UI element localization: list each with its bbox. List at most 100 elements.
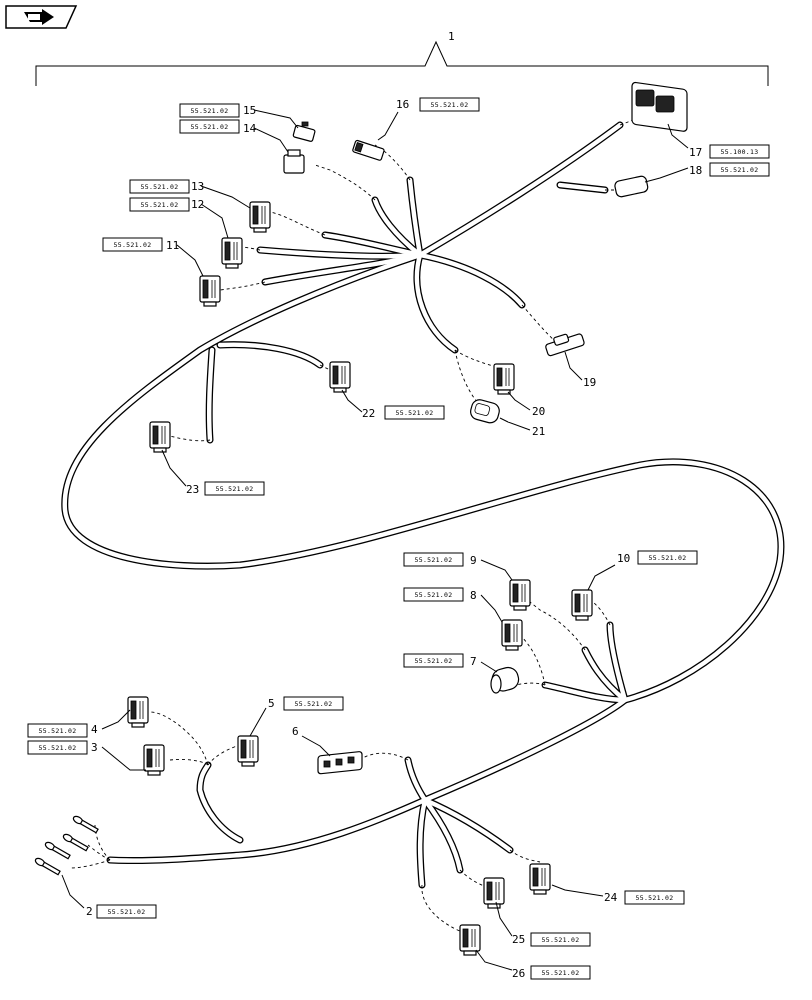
callout-item-21: 21 [499, 417, 545, 438]
leader-line [480, 559, 513, 581]
callout-item-19: 19 [564, 351, 596, 389]
connector-16 [352, 139, 385, 161]
reference-code[interactable]: 55.521.02 [542, 936, 580, 944]
callout-item-4: 455.521.02 [27, 709, 131, 738]
item-number: 8 [470, 589, 477, 602]
reference-code[interactable]: 55.100.13 [721, 148, 759, 156]
leader-line [667, 123, 689, 149]
item-number: 24 [604, 891, 618, 904]
connector-10 [571, 589, 593, 621]
page-arrow-icon[interactable] [5, 5, 78, 29]
reference-code[interactable]: 55.521.02 [216, 485, 254, 493]
item-number: 9 [470, 554, 477, 567]
reference-code[interactable]: 55.521.02 [39, 744, 77, 752]
reference-box [283, 696, 344, 711]
leader-line [200, 185, 251, 209]
callout-item-7: 7 55.521.02 [403, 653, 498, 673]
reference-code[interactable]: 55.521.02 [396, 409, 434, 417]
leader-line [480, 661, 498, 673]
reference-box [709, 162, 770, 177]
harness-wires [61, 121, 785, 889]
connector-3 [143, 744, 165, 776]
callout-item-17: 17 55.100.13 [667, 123, 770, 159]
item-number: 19 [583, 376, 596, 389]
callout-item-5: 5 55.521.02 [249, 696, 344, 737]
assembly-bracket: 1 [35, 30, 769, 86]
item-number: 7 [470, 655, 477, 668]
connector-17 [631, 81, 688, 132]
reference-code[interactable]: 55.521.02 [114, 241, 152, 249]
reference-box [179, 119, 240, 134]
callout-item-2: 2 55.521.02 [61, 874, 157, 919]
callout-item-22: 22 55.521.02 [341, 389, 445, 420]
callout-item-14: 14 55.521.02 [179, 119, 289, 153]
reference-code[interactable]: 55.521.02 [141, 183, 179, 191]
dashed-connections [69, 104, 661, 936]
item-number: 22 [362, 407, 375, 420]
reference-box [419, 97, 480, 112]
reference-code[interactable]: 55.521.02 [542, 969, 580, 977]
connector-25 [483, 877, 505, 909]
item-number: 15 [243, 104, 256, 117]
leader-line [161, 449, 187, 487]
connector-24 [529, 863, 551, 895]
item-number: 21 [532, 425, 545, 438]
reference-code[interactable]: 55.521.02 [721, 166, 759, 174]
item-number: 17 [689, 146, 702, 159]
item-number: 5 [268, 697, 275, 710]
reference-code[interactable]: 55.521.02 [141, 201, 179, 209]
callout-item-3: 355.521.02 [27, 740, 146, 771]
connector-19 [545, 333, 585, 357]
reference-box [204, 481, 265, 496]
connector-7 [490, 666, 520, 694]
reference-box [96, 904, 157, 919]
leader-line [480, 594, 503, 623]
reference-box [403, 552, 464, 567]
callout-item-24: 24 55.521.02 [551, 884, 685, 905]
reference-code[interactable]: 55.521.02 [415, 657, 453, 665]
connector-5 [237, 735, 259, 767]
callout-item-10: 10 55.521.02 [587, 550, 698, 591]
leader-line [61, 874, 85, 909]
reference-box [129, 197, 190, 212]
reference-box [27, 723, 88, 738]
reference-box [637, 550, 698, 565]
reference-code[interactable]: 55.521.02 [191, 107, 229, 115]
reference-box [179, 103, 240, 118]
reference-code[interactable]: 55.521.02 [39, 727, 77, 735]
item-number: 12 [191, 198, 204, 211]
item-number: 14 [243, 122, 257, 135]
reference-box [403, 653, 464, 668]
leader-line [101, 709, 131, 730]
leader-line [587, 564, 616, 591]
leader-line [341, 389, 363, 413]
reference-code[interactable]: 55.521.02 [649, 554, 687, 562]
reference-code[interactable]: 55.521.02 [415, 591, 453, 599]
reference-box [624, 890, 685, 905]
reference-code[interactable]: 55.521.02 [191, 123, 229, 131]
reference-code[interactable]: 55.521.02 [636, 894, 674, 902]
callout-item-9: 9 55.521.02 [403, 552, 513, 581]
reference-box [129, 179, 190, 194]
item-number: 10 [617, 552, 630, 565]
connector-9 [509, 579, 531, 611]
leader-line [507, 391, 531, 411]
reference-code[interactable]: 55.521.02 [431, 101, 469, 109]
callout-item-6: 6 [292, 725, 331, 757]
connector-13 [249, 201, 271, 233]
reference-code[interactable]: 55.521.02 [415, 556, 453, 564]
reference-box [403, 587, 464, 602]
reference-code[interactable]: 55.521.02 [108, 908, 146, 916]
reference-code[interactable]: 55.521.02 [295, 700, 333, 708]
leader-line [551, 884, 604, 897]
leader-line [301, 735, 331, 757]
item-number: 2 [86, 905, 93, 918]
